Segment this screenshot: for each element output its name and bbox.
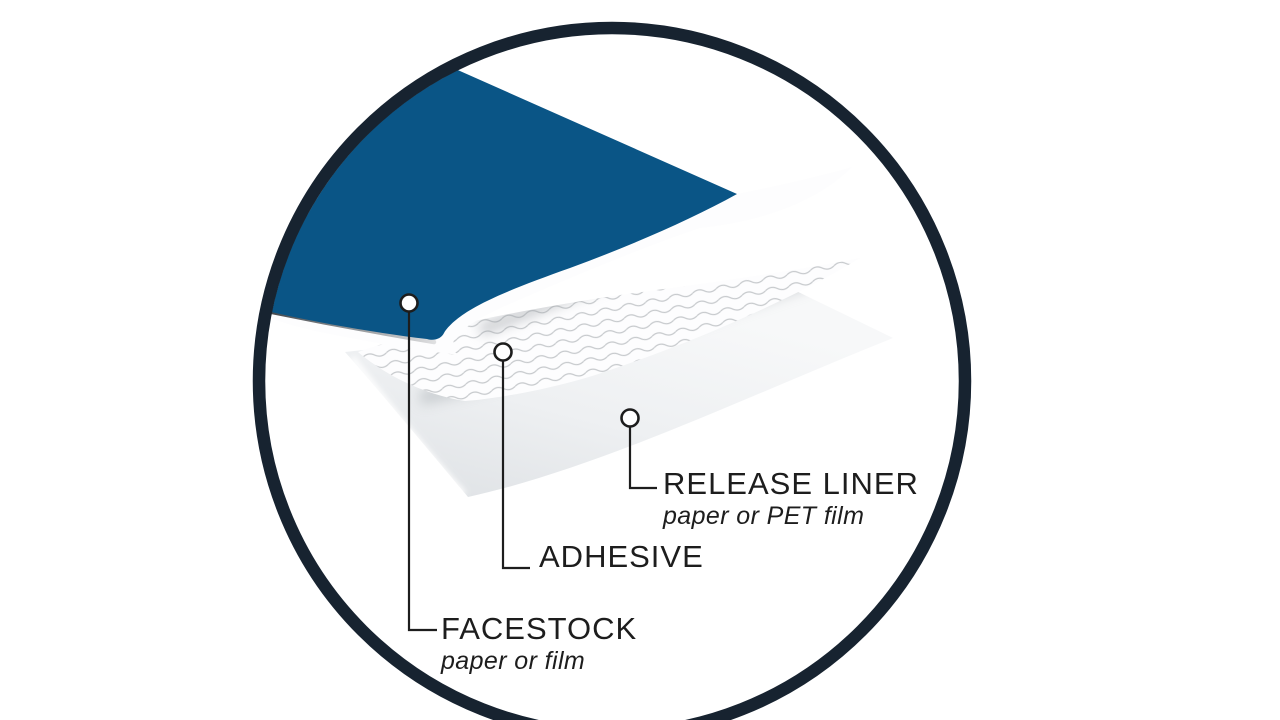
facestock-callout-line xyxy=(407,311,437,632)
release-liner-subtitle: paper or PET film xyxy=(663,502,865,531)
adhesive-title: ADHESIVE xyxy=(539,539,704,574)
adhesive-marker-dot xyxy=(493,342,513,362)
liner-edge-highlight xyxy=(349,356,467,497)
adhesive-callout-line xyxy=(501,360,530,570)
release-liner-callout-line xyxy=(628,426,657,490)
facestock-subtitle: paper or film xyxy=(441,647,586,676)
facestock-marker-dot xyxy=(399,293,419,313)
facestock-label: FACESTOCK paper or film xyxy=(441,611,638,676)
facestock-title: FACESTOCK xyxy=(441,611,638,646)
adhesive-wave-texture xyxy=(358,258,860,401)
release-liner-label: RELEASE LINER paper or PET film xyxy=(663,466,919,531)
adhesive-label: ADHESIVE xyxy=(539,539,704,574)
release-liner-title: RELEASE LINER xyxy=(663,466,919,501)
release-liner-marker-dot xyxy=(620,408,640,428)
badge-ring xyxy=(252,21,972,720)
